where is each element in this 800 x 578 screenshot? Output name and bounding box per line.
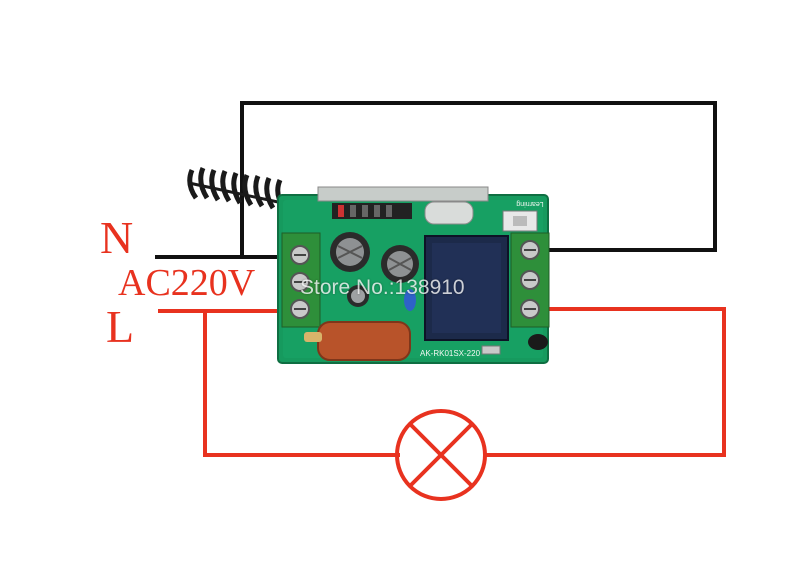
x-capacitor [317,321,411,361]
neutral-wire-loop [155,101,717,259]
ceramic-capacitor [404,289,416,311]
board-model-text: AK-RK01SX-220 [420,349,481,358]
live-wire-loop [158,307,726,457]
lamp-symbol-icon [395,409,487,501]
live-label: L [106,301,135,352]
crystal-oscillator [424,201,474,225]
store-watermark: Store No.:138910 [300,276,465,299]
left-terminal-block [281,232,321,328]
neutral-label: N [100,212,134,263]
voltage-label: AC220V [118,262,256,304]
right-terminal-block [510,232,550,328]
transistor [528,334,548,350]
rf-module [317,186,489,202]
learning-label: Learning [516,200,543,207]
electrolytic-capacitors [330,232,419,307]
receiver-pcb: AK-RK01SX-220 Learning [277,186,550,364]
